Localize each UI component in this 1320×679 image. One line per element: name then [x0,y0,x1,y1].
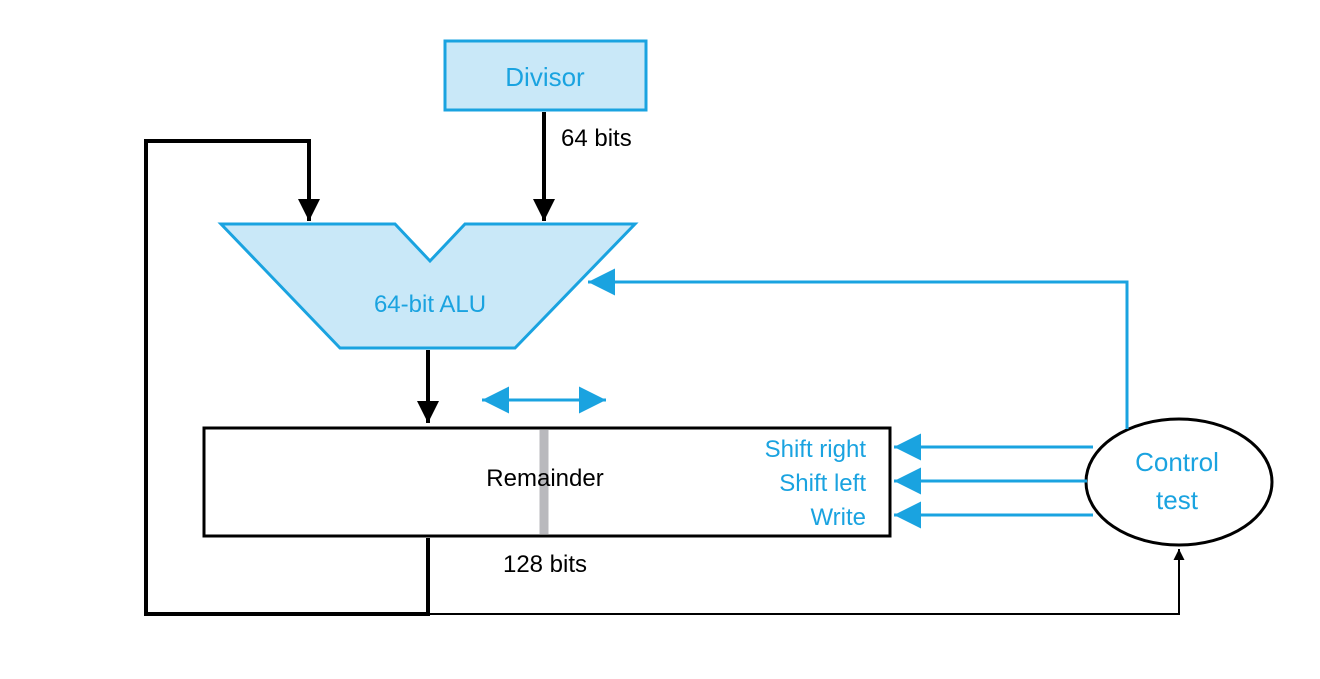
signal-shift-right-label: Shift right [765,436,867,463]
divisor-register [443,39,648,112]
signal-shift-left-label: Shift left [779,470,866,497]
remainder-width-label: 128 bits [503,551,587,578]
remainder-label: Remainder [486,465,603,492]
control-test-label-line1: Control [1135,447,1219,477]
alu-label: 64-bit ALU [374,291,486,318]
control-to-alu-wire [588,268,1129,429]
remainder-feedback-path [144,139,430,616]
signal-write-label: Write [810,504,866,531]
alu-block [217,222,639,350]
control-test-unit [1084,417,1274,547]
remainder-to-control-wire [428,549,1185,615]
control-test-label-line2: test [1156,485,1199,515]
divisor-bus-width-label: 64 bits [561,125,632,152]
divisor-label: Divisor [505,62,585,92]
